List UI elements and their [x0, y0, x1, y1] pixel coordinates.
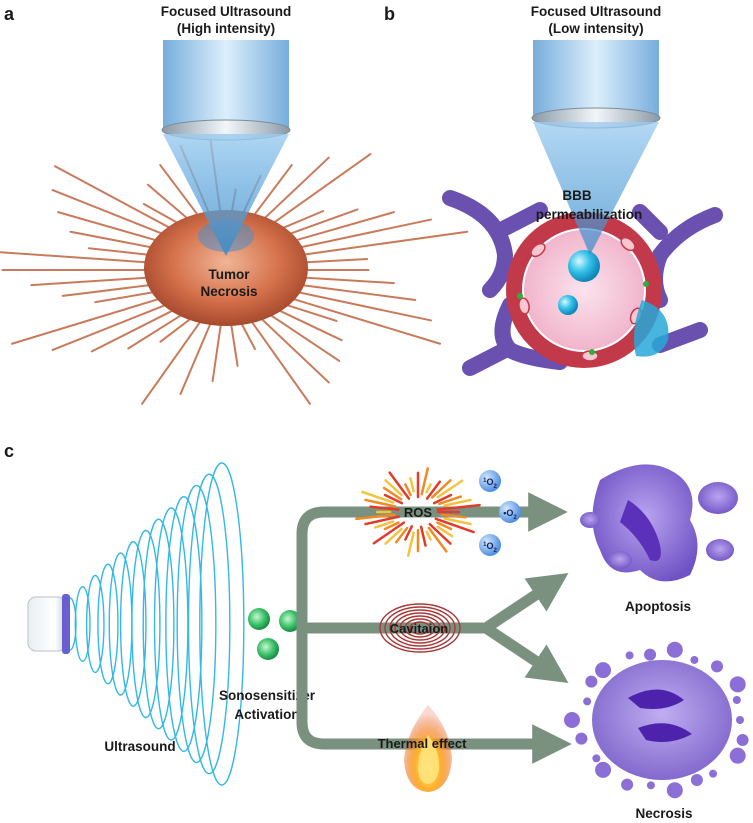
ros-label: ROS	[404, 505, 433, 520]
focus-cone-b	[533, 122, 659, 255]
panel-a-title-line2: (High intensity)	[177, 21, 275, 36]
tight-junctions	[517, 281, 649, 355]
thermal-label: Thermal effect	[378, 736, 468, 751]
tumor-label-line1: Tumor	[209, 267, 251, 282]
pericyte-blue	[634, 300, 669, 357]
transducer-b	[533, 40, 659, 116]
tumor-mass	[144, 210, 308, 326]
svg-text:1O2: 1O2	[483, 477, 497, 490]
necrosis-label: Necrosis	[635, 806, 692, 821]
apoptosis-label: Apoptosis	[625, 599, 691, 614]
apoptotic-cell	[580, 464, 738, 582]
sensitizer-label-line1: Sonosensitizer	[219, 688, 316, 703]
cavitation-bubble	[379, 603, 461, 653]
sensitizer-label-line2: Activation	[234, 707, 299, 722]
panel-b: b Focused Ultrasound (Low intensity)	[384, 4, 723, 376]
microbubble-small	[558, 295, 578, 315]
cavitation-label: Cavitaion	[390, 621, 449, 636]
panel-b-letter: b	[384, 4, 395, 24]
sonosensitizer-particles	[248, 608, 301, 660]
panel-b-title-line1: Focused Ultrasound	[531, 4, 662, 19]
vessel-lumen	[524, 230, 644, 350]
singlet-oxygen-lower: 1O2	[479, 534, 501, 556]
necrotic-cell	[564, 641, 749, 799]
thermal-flame	[404, 705, 452, 792]
panel-a: a Focused Ultrasound (High intensity) Tu…	[0, 4, 469, 405]
svg-text:•O2: •O2	[503, 508, 517, 521]
panel-b-title-line2: (Low intensity)	[548, 21, 643, 36]
focus-cone-a	[163, 134, 289, 256]
panel-a-title-line1: Focused Ultrasound	[161, 4, 292, 19]
ultrasound-transducer	[27, 594, 70, 654]
ultrasound-wave-rings	[63, 462, 245, 786]
superoxide-ion: •O2	[499, 501, 521, 523]
bbb-label-line1: BBB	[562, 188, 591, 203]
ultrasound-label: Ultrasound	[104, 739, 175, 754]
panel-a-letter: a	[4, 4, 15, 24]
singlet-oxygen-upper: 1O2	[479, 470, 501, 492]
transducer-a	[163, 40, 289, 130]
panel-c: c Ultrasound Sonosensitizer Activation R…	[4, 441, 749, 821]
bbb-label-line2: permeabilization	[536, 207, 643, 222]
ros-burst	[355, 467, 481, 557]
svg-text:1O2: 1O2	[483, 541, 497, 554]
microbubble-large	[568, 250, 600, 282]
tumor-spikes	[0, 127, 469, 405]
tumor-label-line2: Necrosis	[200, 284, 257, 299]
panel-c-letter: c	[4, 441, 14, 461]
